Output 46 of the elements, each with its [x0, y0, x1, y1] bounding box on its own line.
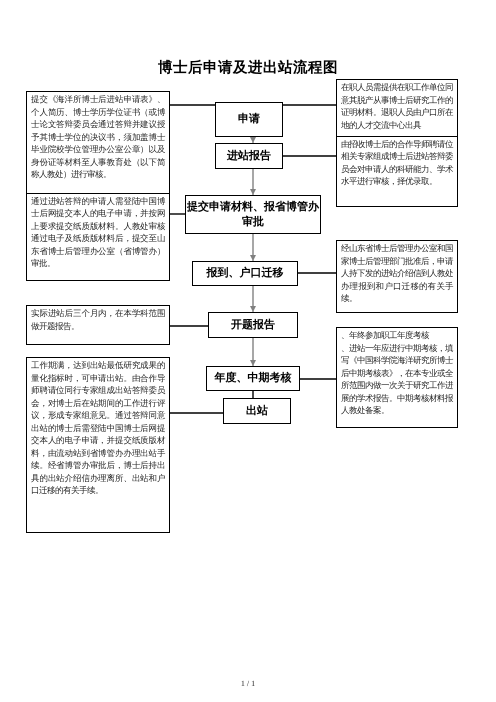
note-box — [336, 327, 458, 428]
arrow — [250, 137, 256, 143]
step-label: 出站 — [246, 404, 268, 418]
note-text: 由招收博士后的合作导师聘请位相关专家组成博士后进站答辩委员会对申请人的科研能力、学术水平进行审核，择优录取。 — [341, 138, 453, 188]
note-box — [336, 136, 458, 206]
arrow — [250, 338, 256, 366]
title: 博士后申请及进出站流程图 — [158, 60, 338, 76]
connector-line — [170, 325, 208, 327]
step-label: 开题报告 — [231, 318, 275, 332]
process-box — [206, 366, 300, 391]
connector-line — [170, 213, 185, 215]
note-text: 提交《海洋所博士后进站申请表》、个人简历、博士学历学位证书（或博士论文答辩委员会通过答辩并建议授予其博士学位的决议书，须加盖博士毕业院校学位管理办公室公章）以及身份证等材料至人事教育处（以下简称人教处）进行审核。 — [31, 94, 165, 181]
connector-line — [170, 104, 215, 106]
process-box — [208, 312, 298, 338]
note-text: 在职人员需提供在职工作单位同意其脱产从事博士后研究工作的证明材料。退职人员由户口所在地的人才交流中心出具 — [341, 82, 453, 132]
note-box — [26, 192, 170, 280]
note-text: 、进站一年应进行中期考核，填写《中国科学院海洋研究所博士后中期考核表》，在本专业或全所范围内做一次关于研究工作进展的学术报告。中期考核材料报人教处备案。 — [341, 342, 453, 417]
connector-line — [170, 412, 223, 414]
page-number: 1 / 1 — [240, 679, 256, 688]
step-label: 年度、中期考核 — [214, 371, 292, 386]
process-box — [215, 143, 283, 169]
note-box — [26, 91, 170, 194]
connector-line — [283, 104, 336, 106]
connector-line — [298, 272, 336, 274]
process-box — [223, 398, 291, 424]
connector-line — [252, 391, 254, 398]
note-box — [26, 357, 170, 533]
connector-line — [300, 378, 336, 380]
step-label: 申请 — [238, 112, 260, 127]
connector-line — [283, 155, 336, 157]
note-box — [26, 305, 170, 345]
note-text: 实际进站后三个月内，在本学科范围做开题报告。 — [31, 308, 165, 332]
step-label: 进站报告 — [227, 148, 271, 164]
step-label: 报到、户口迁移 — [206, 266, 284, 281]
process-box — [192, 261, 298, 286]
arrow — [250, 286, 256, 312]
arrow — [250, 169, 256, 195]
process-box — [215, 102, 283, 137]
arrow — [250, 234, 256, 261]
note-text: 工作期满，达到出站最低研究成果的量化指标时，可申请出站。由合作导师聘请位同行专家组成出站答辩委员会，对博士后在站期间的工作进行评议，形成专家组意见。通过答辩同意出站的博士后需登陆中国博士后网提交本人的电子申请，并提交纸质版材料，由流动站到省博管办办理出站手续。经省博管办审批后，博士后持出具的出站介绍信办理离所、出站和户口迁移的有关手续。 — [31, 360, 165, 497]
note-box — [336, 240, 458, 313]
note-text: 经山东省博士后管理办公室和国家博士后管理部门批准后，申请人持下发的进站介绍信到人教处办理报到和户口迁移的有关手续。 — [341, 243, 453, 305]
note-text: 、年终参加职工年度考核 — [341, 330, 430, 342]
note-text: 通过进站答辩的申请人需登陆中国博士后网提交本人的电子申请，并按网上要求提交纸质版材料。人教处审核通过电子及纸质版材料后，提交至山东省博士后管理办公室（省博管办）审批。 — [31, 196, 165, 270]
step-label: 提交申请材料、报省博管办审批 — [187, 200, 319, 230]
note-box — [336, 79, 458, 137]
